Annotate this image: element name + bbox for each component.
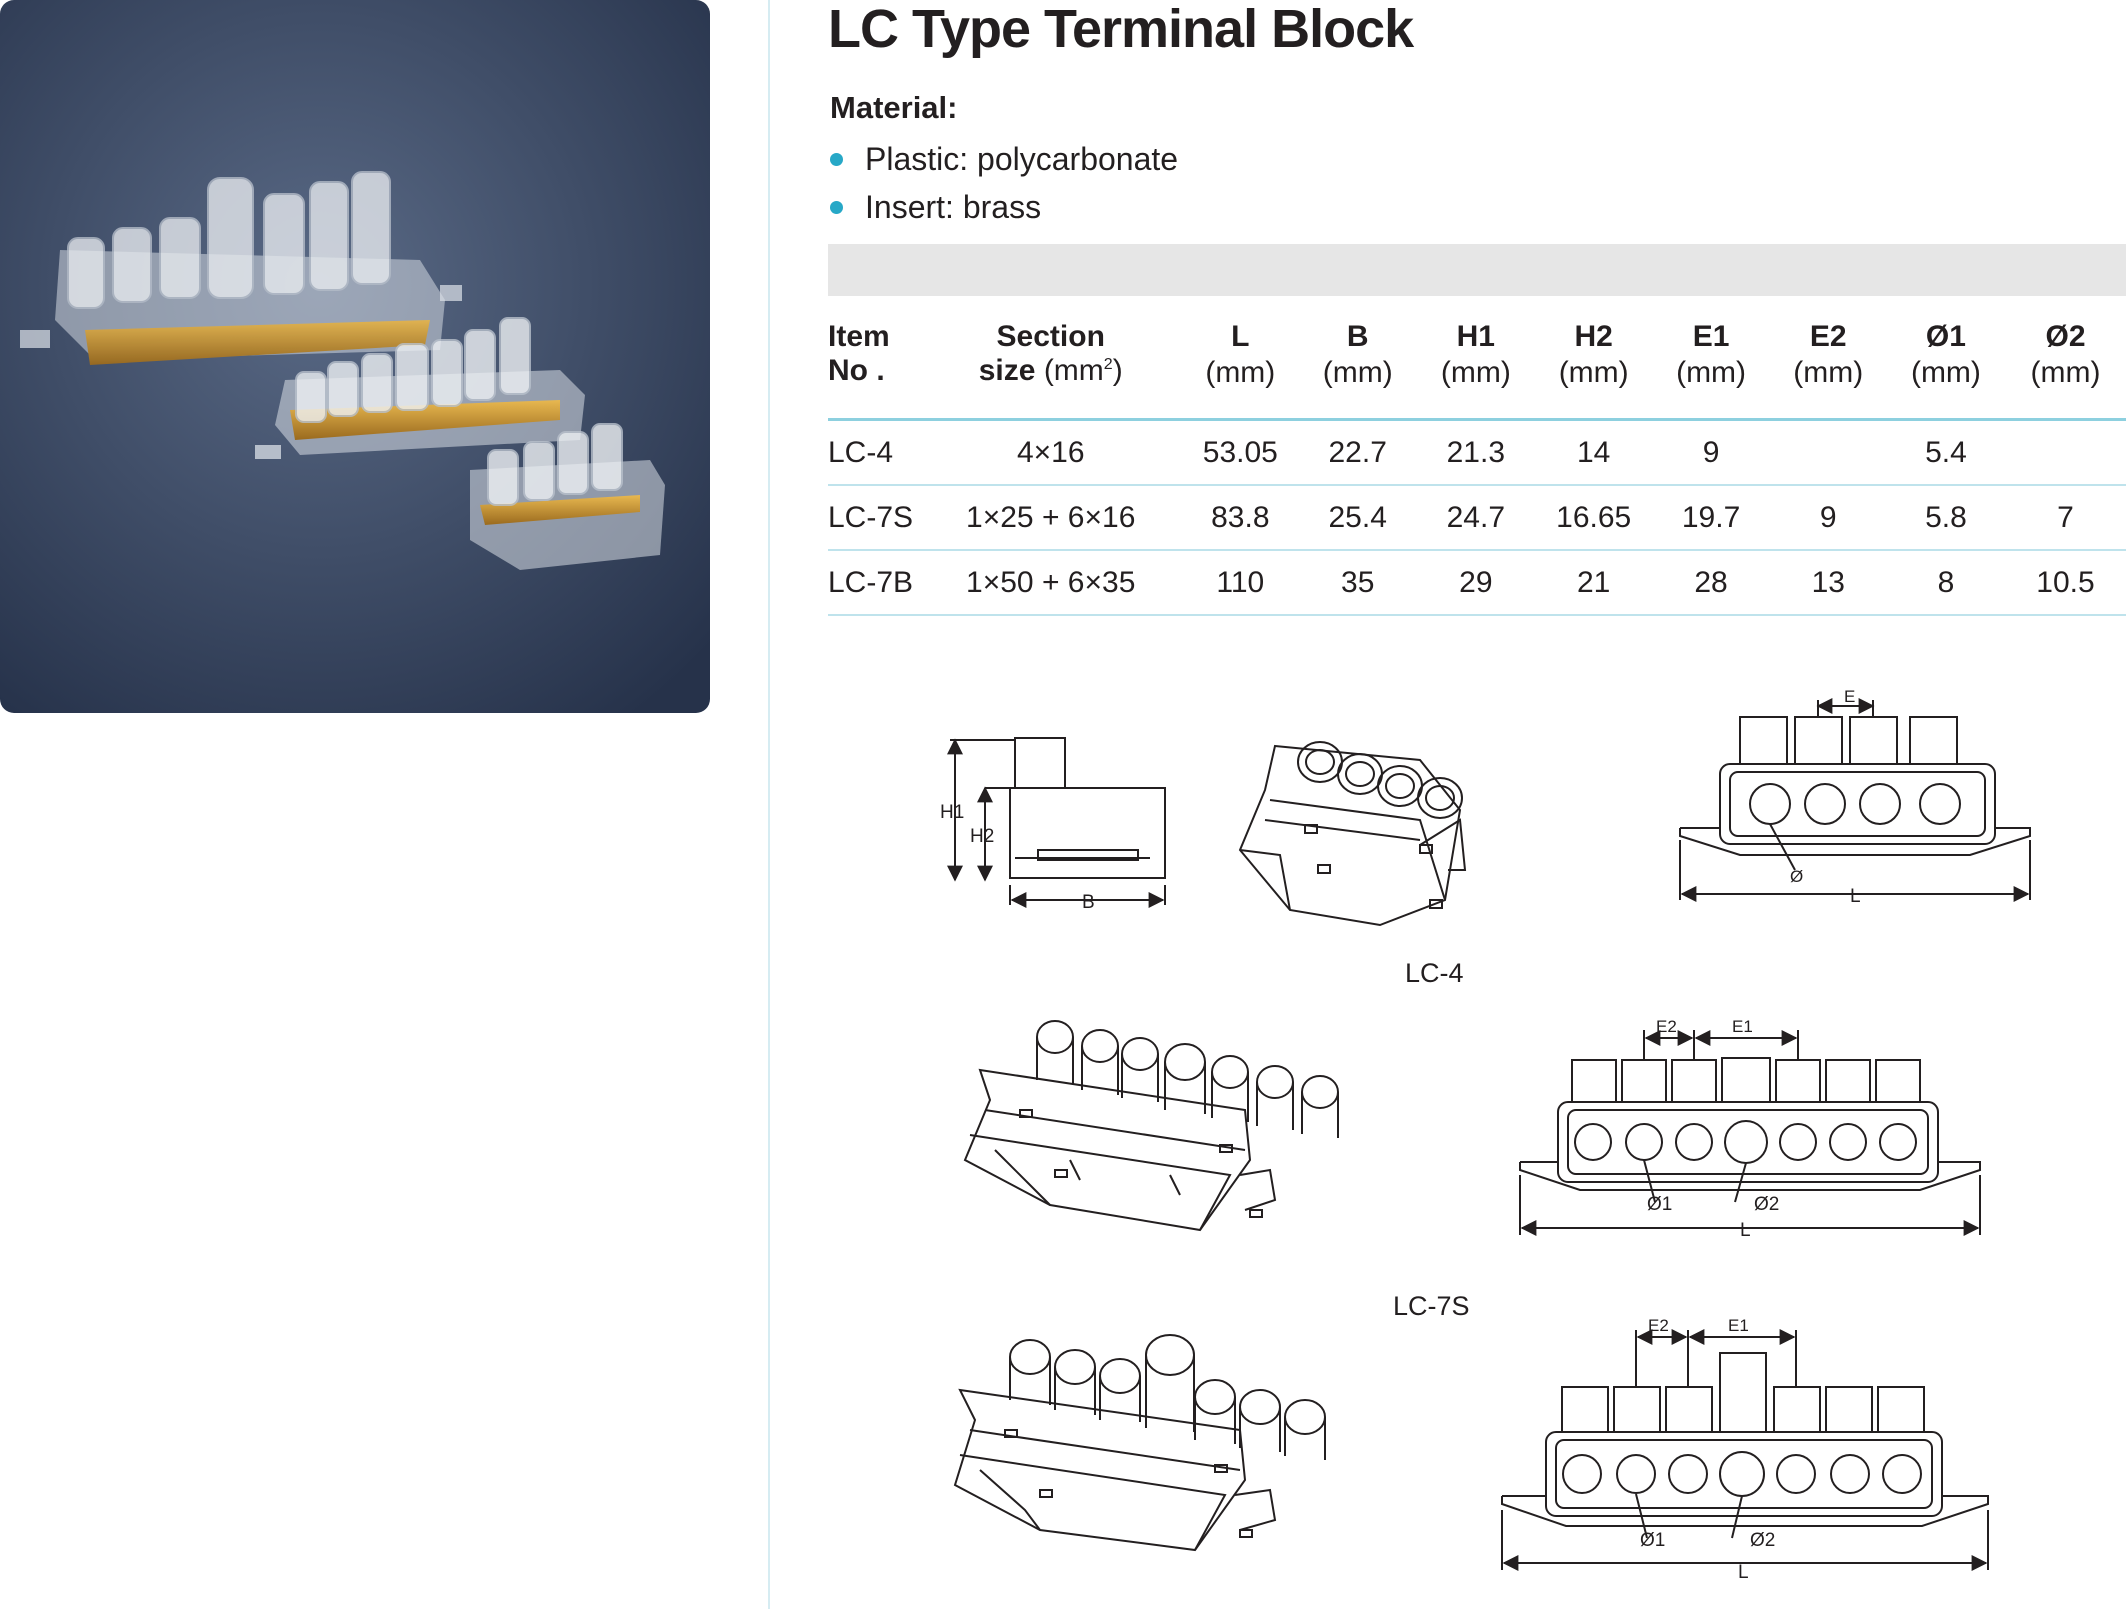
column-divider [768,0,770,1609]
d2-label: Ø2 [1754,1194,1779,1215]
e1-label: E1 [1728,1316,1749,1335]
cell: 5.8 [1886,485,2005,551]
cell: LC-7B [828,550,920,616]
lc4-front-view: E Ø L [1679,687,2031,907]
cell: 21 [1534,550,1653,616]
h2-label: H2 [970,826,994,847]
col-header-h2: H2(mm) [1534,320,1653,421]
cell: 24.7 [1416,485,1535,551]
lc7b-front-view: E2 E1 Ø1 Ø2 L [1501,1316,1989,1583]
cell: 8 [1886,550,2005,616]
lc7s-iso-view [963,1020,1339,1232]
cell: 29 [1416,550,1535,616]
cell: 1×50 + 6×35 [919,550,1182,616]
cell: 53.05 [1181,419,1299,486]
header-band [828,244,2126,296]
lc4-iso-view [1238,741,1467,927]
cell: 25.4 [1298,485,1417,551]
l-label: L [1740,1220,1751,1241]
cell: LC-7S [828,485,920,551]
l-label: L [1738,1562,1749,1583]
e2-label: E2 [1648,1316,1669,1335]
cell: 10.5 [2005,550,2126,616]
col-header-b: B(mm) [1298,320,1417,421]
table-row: LC-4 4×16 53.05 22.7 21.3 14 9 5.4 [828,419,2126,486]
e1-label: E1 [1732,1017,1753,1036]
bullet-icon [830,153,843,166]
bullet-icon [830,201,843,214]
table-row: LC-7S 1×25 + 6×16 83.8 25.4 24.7 16.65 1… [828,485,2126,551]
cell: 7 [2005,485,2126,551]
cell: 19.7 [1652,485,1770,551]
d1-label: Ø1 [1640,1530,1665,1551]
lc7b-iso-view [953,1334,1326,1552]
cell: 83.8 [1181,485,1299,551]
lc7s-front-view: E2 E1 Ø1 Ø2 L [1519,1017,1981,1241]
d2-label: Ø2 [1750,1530,1775,1551]
col-header-h1: H1(mm) [1416,320,1535,421]
cell: 13 [1769,550,1887,616]
material-heading: Material: [830,90,958,125]
cell: 9 [1652,419,1770,486]
cell [1769,419,1887,486]
cell: LC-4 [828,419,920,486]
product-photo [0,0,710,713]
lc4-side-view: H1 H2 B [940,737,1166,913]
cell: 4×16 [919,419,1182,486]
b-label: B [1082,892,1095,913]
cell: 21.3 [1416,419,1535,486]
col-header-d2: Ø2(mm) [2005,320,2126,421]
cell: 1×25 + 6×16 [919,485,1182,551]
cell [2005,419,2126,486]
material-item: Insert: brass [830,183,1178,231]
cell: 9 [1769,485,1887,551]
col-header-l: L(mm) [1181,320,1299,421]
cell: 28 [1652,550,1770,616]
technical-drawings: H1 H2 B [820,670,2126,1609]
d1-label: Ø1 [1647,1194,1672,1215]
col-header-e2: E2(mm) [1769,320,1887,421]
dia-label: Ø [1790,867,1803,886]
e2-label: E2 [1656,1017,1677,1036]
lc4-caption: LC-4 [1405,958,1464,988]
cell: 110 [1181,550,1299,616]
col-header-d1: Ø1(mm) [1886,320,2005,421]
h1-label: H1 [940,802,964,823]
material-list: Plastic: polycarbonate Insert: brass [830,135,1178,231]
table-row: LC-7B 1×50 + 6×35 110 35 29 21 28 13 8 1… [828,550,2126,616]
col-header-e1: E1(mm) [1652,320,1770,421]
lc7s-caption: LC-7S [1393,1291,1470,1321]
l-label: L [1850,886,1861,907]
material-item: Plastic: polycarbonate [830,135,1178,183]
cell: 5.4 [1886,419,2005,486]
cell: 16.65 [1534,485,1653,551]
page-title: LC Type Terminal Block [828,0,1414,59]
cell: 14 [1534,419,1653,486]
cell: 35 [1298,550,1417,616]
cell: 22.7 [1298,419,1417,486]
e-label: E [1844,687,1855,706]
